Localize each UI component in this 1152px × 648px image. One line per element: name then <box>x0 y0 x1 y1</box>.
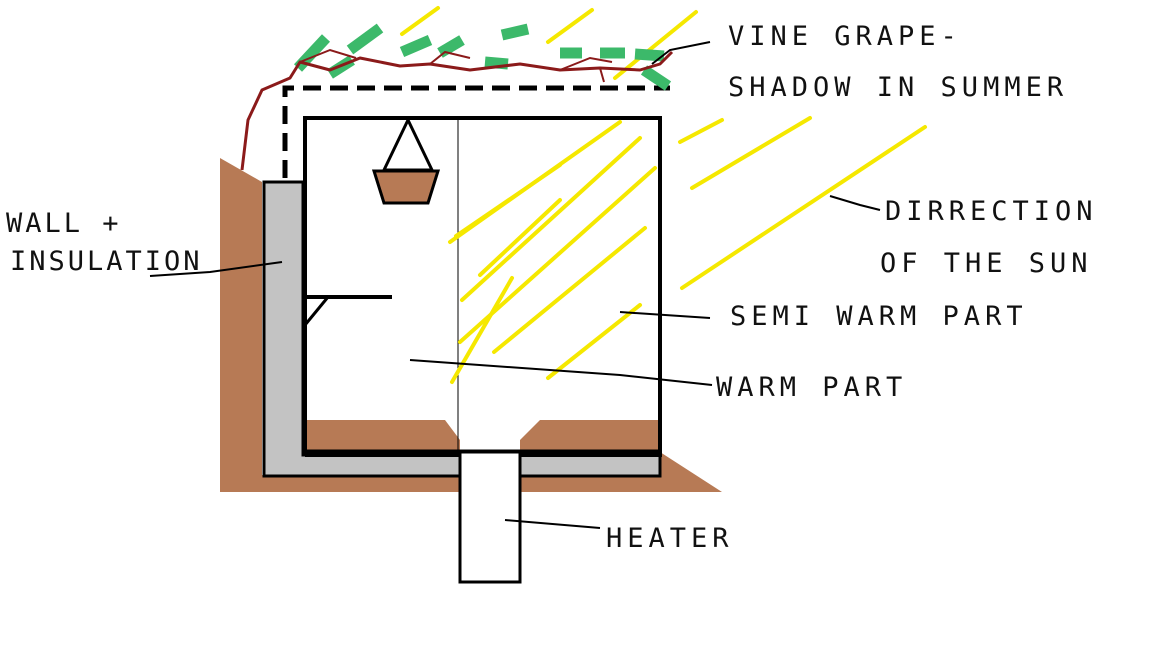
sun-ray <box>690 116 812 190</box>
vine-leaf <box>640 65 672 91</box>
heater-box <box>458 450 522 584</box>
sun-ray <box>678 118 724 144</box>
heater-pointer <box>504 519 601 529</box>
vine-pointer <box>651 41 711 65</box>
sun-ray <box>546 8 594 44</box>
pointer-lines <box>149 41 881 529</box>
heater-label: HEATER <box>606 523 734 554</box>
wall-label-line2: INSULATION <box>10 246 203 277</box>
sun-ray <box>680 125 927 290</box>
floor-soil-left <box>305 420 460 452</box>
vine-leaf <box>484 56 509 70</box>
warm-pointer <box>409 359 713 386</box>
shelf-bracket <box>303 296 330 326</box>
vine-leaf <box>634 48 665 62</box>
sun-ray <box>546 303 642 380</box>
sun-ray <box>478 198 562 277</box>
sun-label-line1: DIRRECTION <box>885 196 1098 227</box>
sun-rays <box>400 6 927 384</box>
vine-label-line1: VINE GRAPE- <box>728 21 962 52</box>
sun-ray <box>613 10 698 80</box>
sun-ray <box>492 226 647 354</box>
vine-label-line2: SHADOW IN SUMMER <box>728 72 1068 103</box>
vine-leaf <box>500 23 530 41</box>
planter-hanger <box>381 116 435 172</box>
base-insulation-right <box>518 453 662 478</box>
roof-shade-line <box>282 85 670 178</box>
wall-label-line1: WALL + <box>6 208 122 239</box>
warm-label: WARM PART <box>716 372 907 403</box>
sun-pointer <box>829 195 881 211</box>
semi-warm-label: SEMI WARM PART <box>730 301 1028 332</box>
wall-pointer <box>149 261 283 277</box>
floor-soil-right <box>520 420 660 452</box>
greenhouse-frame <box>303 116 662 457</box>
sun-ray <box>460 136 642 302</box>
vine-leaf <box>399 34 433 58</box>
hanging-planter <box>371 169 441 205</box>
sun-ray <box>454 163 562 238</box>
vine-stem <box>240 50 674 171</box>
vine-leaf <box>346 23 384 55</box>
sun-label-line2: OF THE SUN <box>880 248 1093 279</box>
semi-warm-pointer <box>619 311 711 319</box>
sun-ray <box>400 6 440 36</box>
vine-tendril <box>299 48 613 83</box>
vine-leaf <box>437 35 465 58</box>
